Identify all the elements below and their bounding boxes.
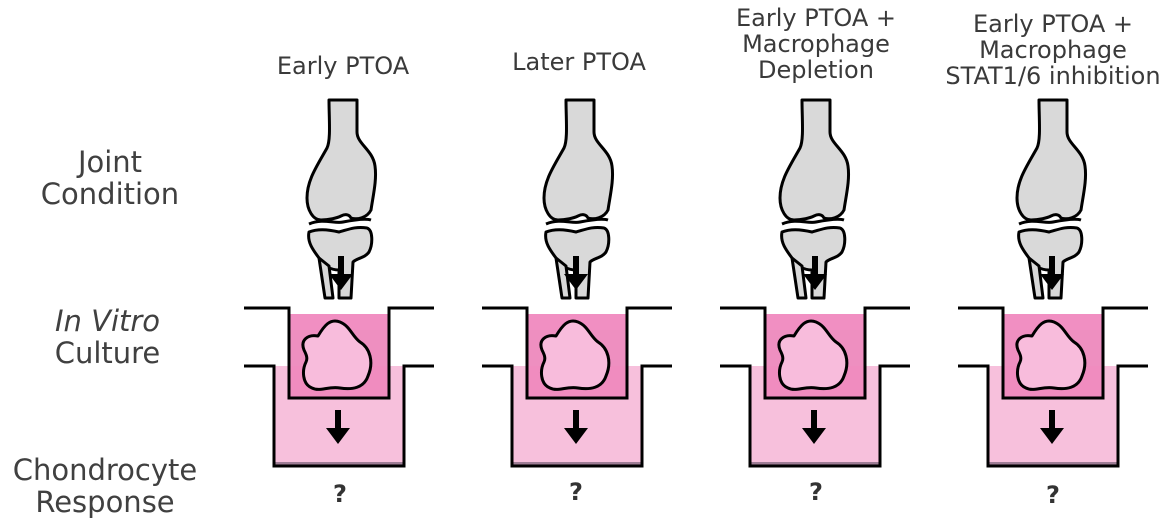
transwell-culture-icon — [958, 308, 1148, 467]
transwell-culture-icon — [482, 308, 672, 467]
transwell-culture-icon — [720, 308, 910, 467]
transwell-culture-icon — [244, 308, 434, 467]
